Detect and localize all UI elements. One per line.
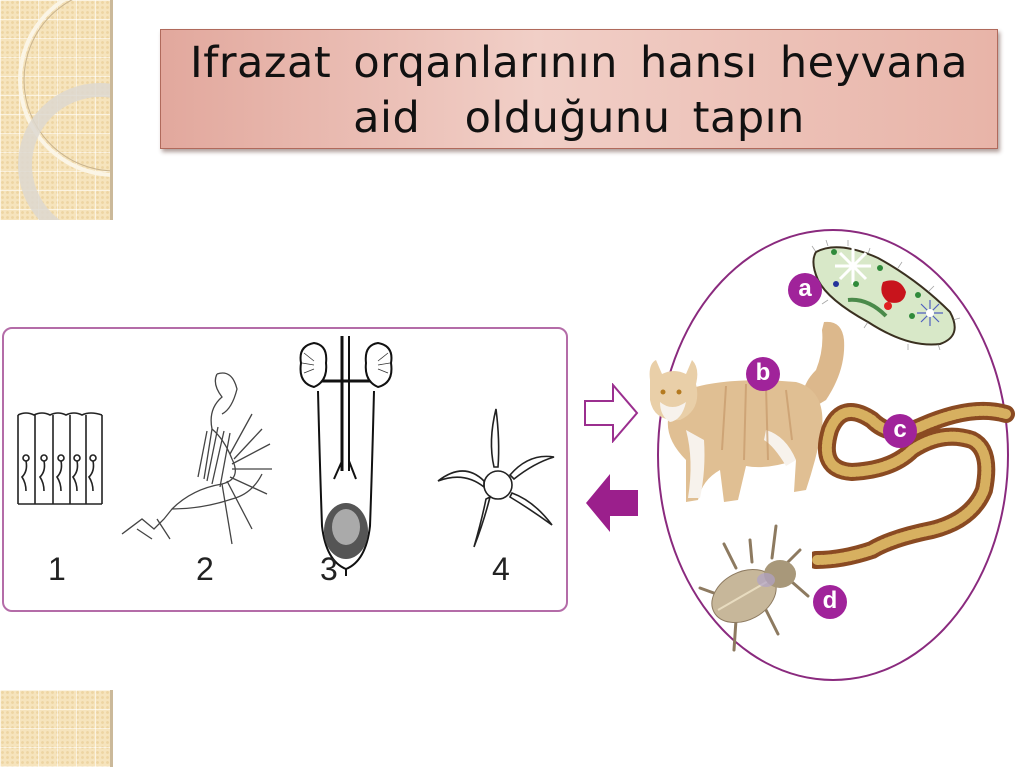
title-line-2: aid olduğunu tapın	[353, 93, 805, 143]
cat-icon	[649, 321, 845, 502]
organ-number-4: 4	[492, 551, 510, 587]
animal-label-a: a	[788, 273, 822, 307]
decorative-rings-icon	[18, 0, 110, 220]
title-line-1: Ifrazat orqanlarının hansı heyvana	[190, 38, 968, 88]
arrow-right-outline-icon	[584, 383, 639, 443]
decorative-texture-bottom	[0, 690, 113, 767]
animals-circle	[657, 229, 1009, 681]
organ-number-1: 1	[48, 551, 66, 587]
malpighian-tubules-icon	[121, 372, 272, 545]
paramecium-icon	[811, 240, 961, 350]
arrow-left-filled-icon	[586, 474, 638, 532]
kidneys-icon	[299, 336, 393, 576]
animal-label-c: c	[883, 414, 917, 448]
slide-title: Ifrazat orqanlarının hansı heyvana aid o…	[160, 29, 998, 149]
protonephridia-icon	[17, 412, 103, 505]
animal-label-d: d	[813, 585, 847, 619]
organ-number-2: 2	[196, 551, 214, 587]
organ-number-3: 3	[320, 551, 338, 587]
contractile-vacuole-icon	[437, 408, 555, 548]
decorative-texture-top	[0, 0, 113, 220]
beetle-icon	[698, 524, 810, 652]
excretory-organs-panel: 1 2 3	[2, 327, 568, 612]
animal-label-b: b	[746, 357, 780, 391]
